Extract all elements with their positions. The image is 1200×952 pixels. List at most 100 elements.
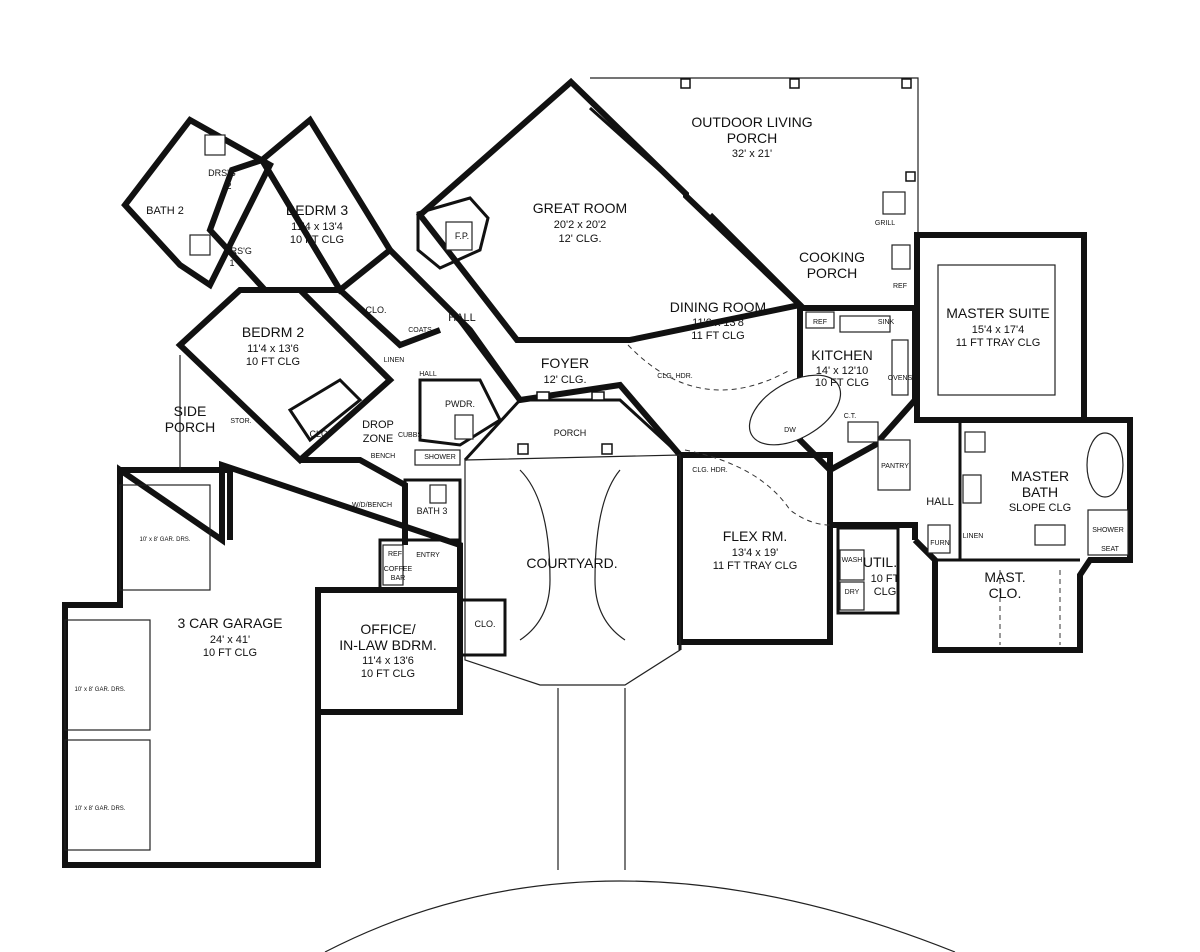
foyer-title: FOYER — [541, 355, 589, 371]
flex-room-title: FLEX RM. — [723, 528, 788, 544]
fireplace-hearth — [416, 196, 490, 270]
master-tub — [1086, 432, 1124, 498]
master-linen-label: LINEN — [963, 533, 984, 540]
drop-zone-shower — [414, 449, 461, 466]
master-toilet — [964, 431, 986, 453]
bath2-label: BATH 2 — [146, 205, 184, 217]
office-clg: 10 FT CLG — [361, 668, 415, 680]
drsg2-num: 2 — [226, 181, 231, 191]
outdoor-porch-outline — [590, 77, 919, 300]
wdbench-label: W/D/BENCH — [352, 502, 392, 509]
pantry — [877, 439, 911, 491]
dryer — [839, 581, 865, 611]
garage-door-1 — [119, 484, 211, 591]
bench-label: BENCH — [371, 453, 396, 460]
powder-toilet — [454, 414, 474, 440]
flex-clg-hdr-label: CLG. HDR. — [692, 467, 727, 474]
fireplace-label: F.P. — [455, 231, 469, 241]
flex-room-clg: 11 FT TRAY CLG — [713, 560, 798, 572]
drop-zone-title2: ZONE — [363, 433, 394, 445]
garage-door-label-3: 10' x 8' GAR. DRS. — [75, 806, 126, 812]
master-hall-label: HALL — [926, 496, 954, 508]
bath2-walls — [121, 116, 274, 290]
master-bath-title2: BATH — [1022, 484, 1058, 500]
garage-side-wall — [120, 467, 233, 540]
bath3-label: BATH 3 — [417, 506, 448, 516]
great-room-window-wall — [588, 106, 688, 196]
fireplace-box — [445, 221, 473, 251]
porch-sink — [891, 244, 911, 270]
bath2-vanity — [189, 234, 211, 256]
bedrm2-clg: 10 FT CLG — [246, 356, 300, 368]
outdoor-living-title2: PORCH — [727, 130, 778, 146]
bedrm2-walls — [175, 287, 395, 465]
bedrm3-closet-label: CLO. — [365, 305, 386, 315]
drsg1-label: DRS'G — [224, 246, 252, 256]
master-closet-title: MAST. — [984, 569, 1025, 585]
kitchen-sink-label: SINK — [878, 319, 895, 326]
entry-ref-coffee — [382, 544, 404, 586]
master-closet-title2: CLO. — [989, 585, 1022, 601]
courtyard-path — [519, 469, 551, 641]
kitchen-ovens — [891, 339, 909, 396]
powder-label: PWDR. — [445, 399, 475, 409]
outdoor-living-dims: 32' x 21' — [732, 148, 772, 160]
powder-room — [418, 378, 502, 447]
porch-post — [517, 443, 529, 455]
cubbs-label: CUBBS — [398, 432, 422, 439]
linen-label: LINEN — [384, 357, 405, 364]
bedrm2-title: BEDRM 2 — [242, 324, 304, 340]
office-title2: IN-LAW BDRM. — [339, 637, 436, 653]
cooking-porch-title: COOKING — [799, 249, 865, 265]
entry-label: ENTRY — [416, 552, 440, 559]
washer-label: WASH — [842, 557, 863, 564]
courtyard-path — [594, 469, 626, 641]
master-bath-title: MASTER — [1011, 468, 1069, 484]
shower-small-label: SHOWER — [424, 454, 456, 461]
hall-wall — [387, 247, 523, 402]
courtyard-outline — [464, 454, 681, 686]
bedrm3-title: BEDRM 3 — [286, 202, 348, 218]
side-porch-title2: PORCH — [165, 419, 216, 435]
kitchen-clg: 10 FT CLG — [815, 377, 869, 389]
kitchen-ref-label: REF — [813, 319, 827, 326]
garage-door-label-2: 10' x 8' GAR. DRS. — [75, 687, 126, 693]
kitchen-refrigerator — [805, 311, 835, 329]
porch-post — [680, 78, 691, 89]
garage-title: 3 CAR GARAGE — [177, 615, 282, 631]
courtyard-label: COURTYARD. — [526, 555, 617, 571]
great-room-clg: 12' CLG. — [558, 233, 601, 245]
garage-dims: 24' x 41' — [210, 634, 250, 646]
office-dims: 11'4 x 13'6 — [362, 655, 414, 667]
drsg2-label: DRS'G — [208, 168, 236, 178]
dining-clg-hdr — [627, 344, 791, 391]
kitchen-cooktop — [847, 421, 879, 443]
garage-door-label-1: 10' x 8' GAR. DRS. — [140, 537, 191, 543]
grill-fixture — [882, 191, 906, 215]
hall-small-label: HALL — [419, 371, 437, 378]
master-bath-walls — [912, 417, 1133, 653]
bath3-toilet — [429, 484, 447, 504]
kitchen-ovens-label: OVENS — [888, 375, 913, 382]
master-suite-title: MASTER SUITE — [946, 305, 1049, 321]
washer — [839, 549, 865, 581]
bedrm2-closet-label: CLO. — [309, 429, 330, 439]
master-vanity — [1034, 524, 1066, 546]
hall-inner — [337, 287, 442, 349]
utility-clg: 10 FT — [871, 573, 900, 585]
office-closet-label: CLO. — [474, 619, 495, 629]
porch-label: PORCH — [554, 428, 587, 438]
drsg1-num: 1 — [229, 258, 234, 268]
drop-zone-title: DROP — [362, 419, 394, 431]
flex-room-dims: 13'4 x 19' — [732, 547, 778, 559]
utility-title: UTIL. — [863, 554, 897, 570]
coffee-bar-label: COFFEE — [384, 566, 413, 573]
porch-post — [789, 78, 800, 89]
hall-upper-label: HALL — [448, 312, 476, 324]
office-closet — [458, 598, 507, 657]
coats-label: COATS — [408, 327, 432, 334]
coffee-bar-label2: BAR — [391, 575, 405, 582]
dining-clg-hdr-label: CLG. HDR. — [657, 373, 692, 380]
bedrm3-clg: 10 FT CLG — [290, 234, 344, 246]
driveway-curve — [324, 880, 956, 952]
